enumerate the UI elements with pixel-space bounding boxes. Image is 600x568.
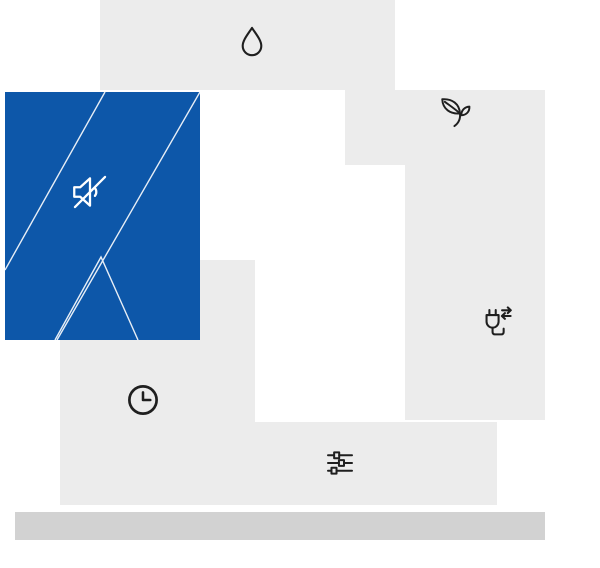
- plug-swap-icon: [478, 303, 516, 341]
- bottom-bar: [15, 512, 545, 540]
- mute-tile[interactable]: [5, 92, 200, 340]
- water-drop-icon: [234, 24, 270, 60]
- clock-icon: [124, 381, 162, 419]
- sliders-icon: [324, 447, 356, 479]
- speaker-mute-icon: [69, 171, 111, 213]
- eco-tile[interactable]: [345, 90, 545, 165]
- power-tile[interactable]: [405, 165, 545, 420]
- leaf-icon: [437, 94, 473, 130]
- water-tile[interactable]: [100, 0, 395, 90]
- ribbon-lines-decor: [5, 92, 200, 340]
